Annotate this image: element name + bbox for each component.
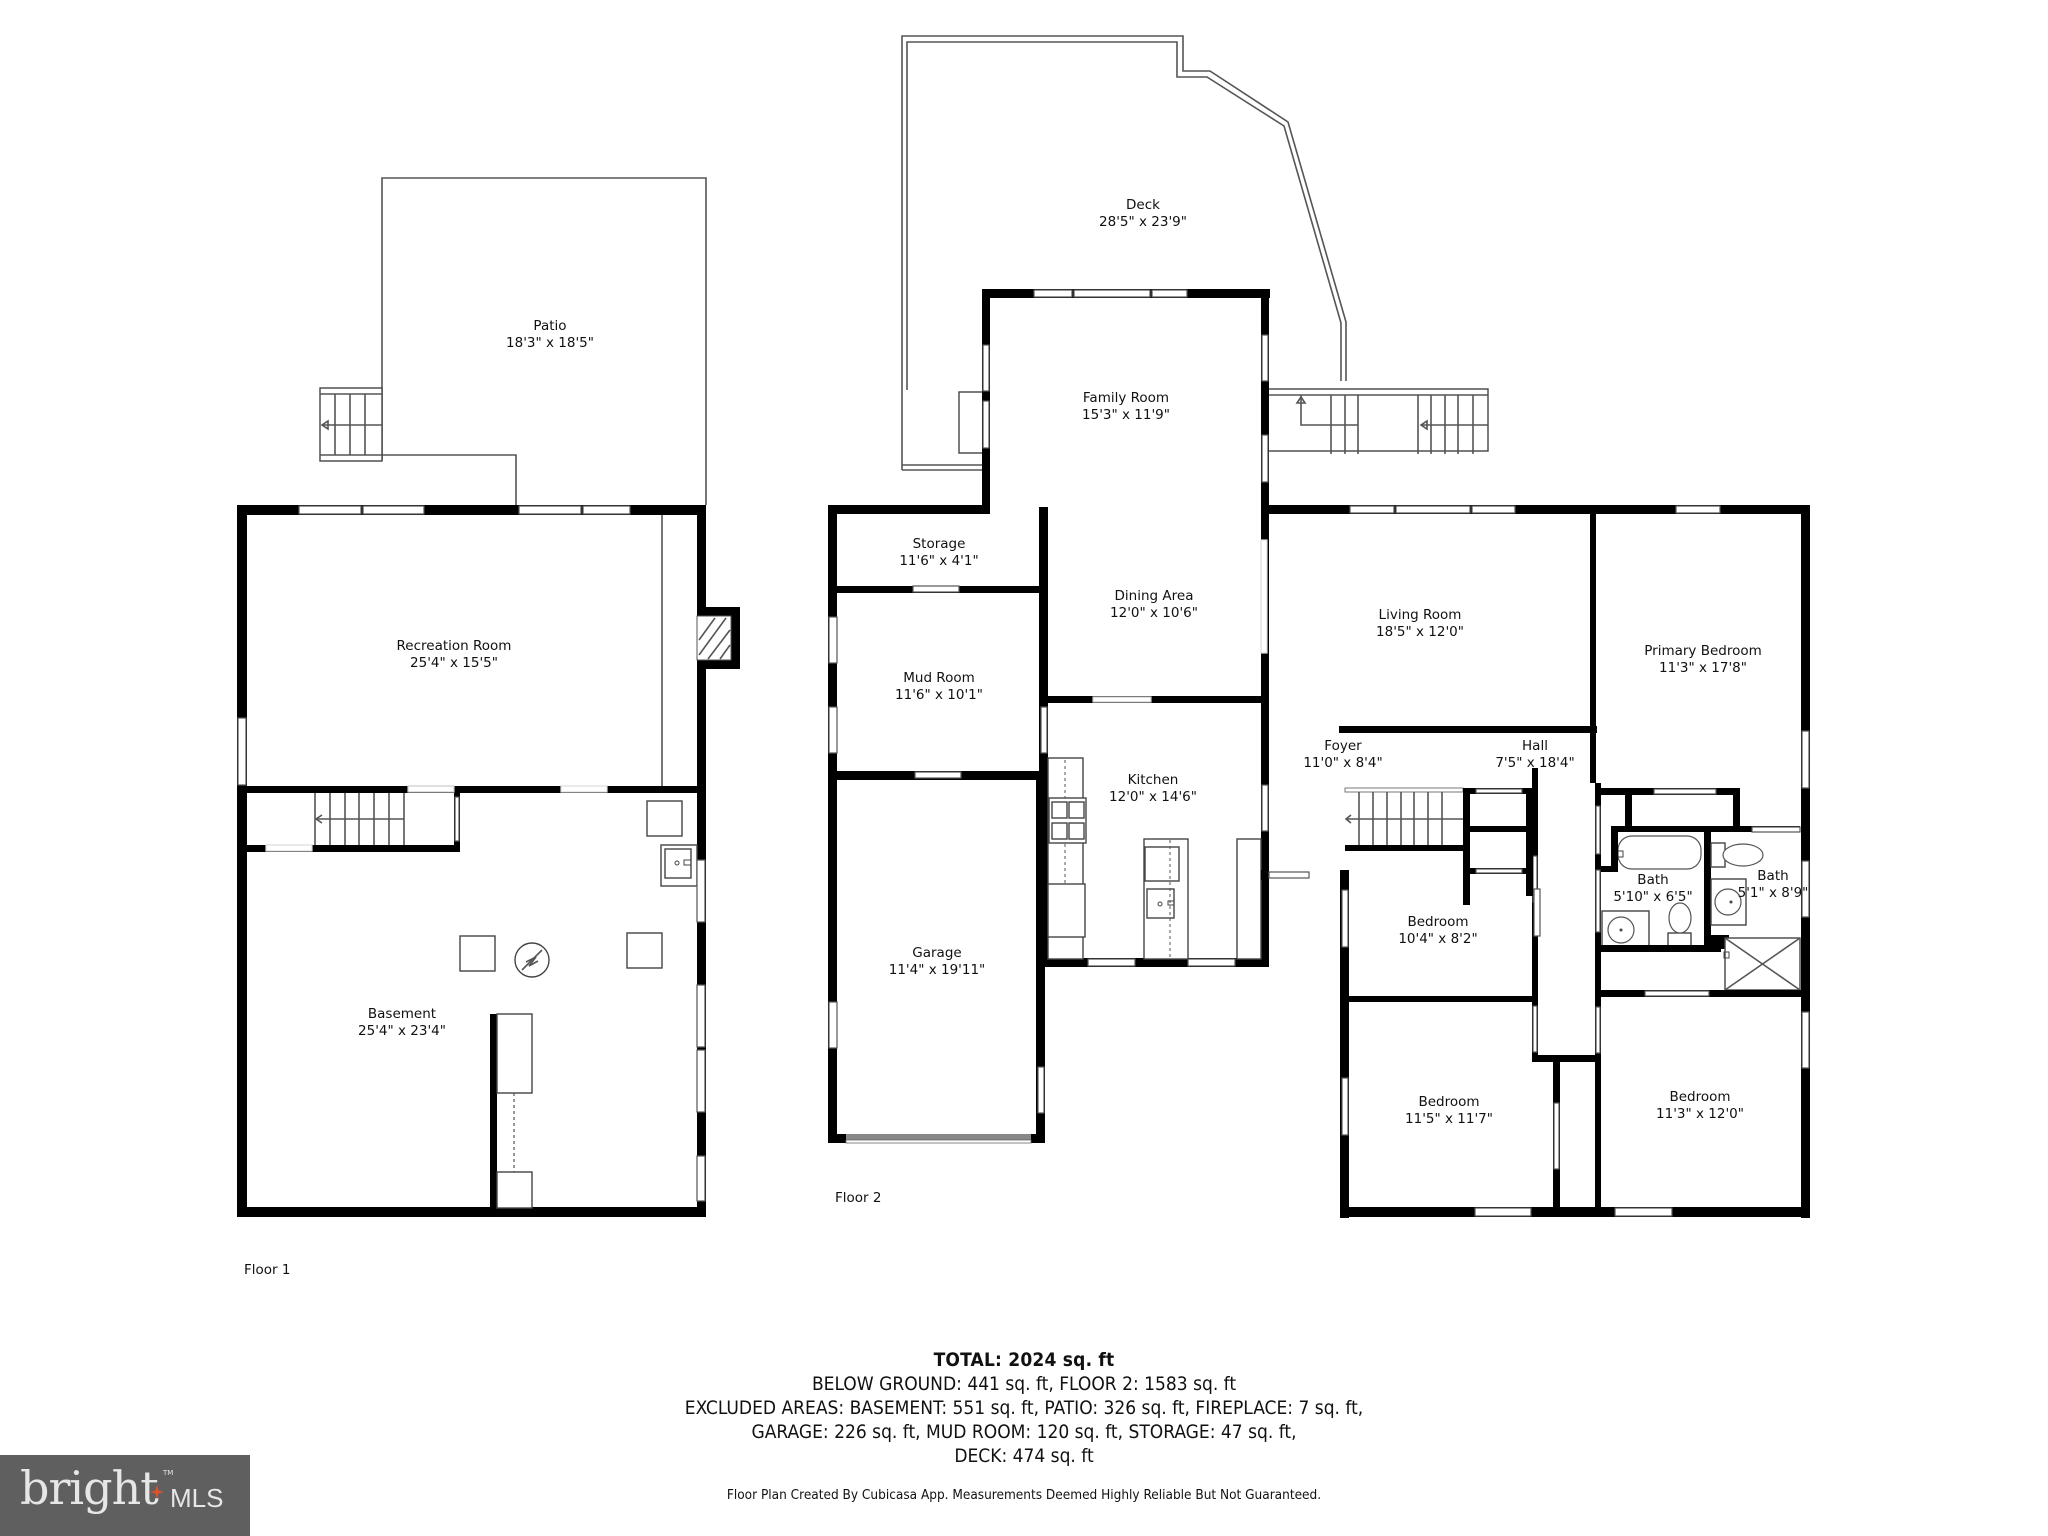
room-label-bedroom-2: Bedroom 11'5" x 11'7" [1405, 1094, 1493, 1128]
logo-word: bright [20, 1461, 159, 1515]
room-dims: 28'5" x 23'9" [1099, 214, 1187, 230]
room-name: Bedroom [1418, 1094, 1480, 1110]
water-heater-icon [646, 800, 683, 837]
room-dims: 11'4" x 19'11" [888, 962, 986, 978]
room-label-bath-1: Bath 5'10" x 6'5" [1613, 872, 1692, 906]
room-dims: 18'5" x 12'0" [1376, 624, 1464, 640]
room-dims: 5'10" x 6'5" [1613, 889, 1693, 905]
room-dims: 11'3" x 17'8" [1659, 660, 1747, 676]
room-label-living-room: Living Room 18'5" x 12'0" [1376, 607, 1464, 641]
spark-icon [150, 1485, 164, 1499]
room-label-kitchen: Kitchen 12'0" x 14'6" [1109, 772, 1197, 806]
stairs-icon [319, 387, 383, 462]
room-label-mud-room: Mud Room 11'6" x 10'1" [895, 670, 983, 704]
electrical-panel-icon [514, 942, 550, 978]
room-name: Basement [367, 1006, 437, 1022]
room-dims: 5'1" x 8'9" [1737, 885, 1809, 901]
logo-suffix: MLS [170, 1483, 224, 1513]
room-name: Storage [912, 536, 966, 552]
toilet-icon [1667, 902, 1692, 947]
room-dims: 18'3" x 18'5" [506, 335, 594, 351]
room-dims: 11'6" x 4'1" [899, 553, 979, 569]
room-dims: 11'0" x 8'4" [1303, 755, 1383, 771]
room-name: Dining Area [1114, 588, 1194, 604]
room-label-bedroom-3: Bedroom 11'3" x 12'0" [1656, 1089, 1744, 1123]
deck-outline [901, 35, 1347, 471]
stove-icon [1048, 797, 1087, 844]
shower-icon [1723, 937, 1801, 991]
room-name: Family Room [1082, 390, 1170, 406]
patio-outline [381, 177, 707, 505]
bathtub-icon [1616, 835, 1702, 870]
room-label-bedroom-1: Bedroom 10'4" x 8'2" [1398, 914, 1477, 948]
floor-1 [237, 177, 740, 1217]
sink-icon [660, 844, 698, 887]
area-line-2: EXCLUDED AREAS: BASEMENT: 551 sq. ft, PA… [684, 1397, 1364, 1419]
room-label-garage: Garage 11'4" x 19'11" [889, 945, 986, 979]
stairs-icon [314, 793, 405, 845]
room-dims: 15'3" x 11'9" [1082, 407, 1170, 423]
fireplace-icon [696, 607, 740, 669]
room-label-hall: Hall 7'5" x 18'4" [1495, 738, 1574, 772]
room-dims: 11'5" x 11'7" [1405, 1111, 1493, 1127]
floor-1-label: Floor 1 [244, 1262, 291, 1278]
room-name: Kitchen [1127, 772, 1179, 788]
area-line-3: GARAGE: 226 sq. ft, MUD ROOM: 120 sq. ft… [751, 1421, 1297, 1443]
room-name: Mud Room [903, 670, 975, 686]
room-name: Bedroom [1407, 914, 1469, 930]
room-label-family-room: Family Room 15'3" x 11'9" [1082, 390, 1170, 424]
floor-2 [828, 35, 1810, 1218]
room-name: Bedroom [1669, 1089, 1731, 1105]
trademark: TM [163, 1469, 174, 1477]
room-name: Bath [1757, 868, 1789, 884]
room-label-primary-bedroom: Primary Bedroom 11'3" x 17'8" [1644, 643, 1762, 677]
room-label-recreation-room: Recreation Room 25'4" x 15'5" [397, 638, 512, 672]
room-name: Patio [533, 318, 567, 334]
area-line-1: BELOW GROUND: 441 sq. ft, FLOOR 2: 1583 … [811, 1373, 1237, 1395]
floor-2-label: Floor 2 [835, 1190, 882, 1206]
room-name: Deck [1126, 197, 1160, 213]
room-dims: 11'3" x 12'0" [1656, 1106, 1744, 1122]
room-dims: 12'0" x 10'6" [1110, 605, 1198, 621]
room-dims: 10'4" x 8'2" [1398, 931, 1478, 947]
room-name: Bath [1637, 872, 1669, 888]
stairs-icon [1267, 388, 1489, 454]
room-name: Foyer [1324, 738, 1362, 754]
total-area: TOTAL: 2024 sq. ft [933, 1349, 1115, 1371]
room-label-basement: Basement 25'4" x 23'4" [358, 1006, 446, 1040]
bright-mls-logo: bright TM MLS [0, 1455, 250, 1536]
room-label-storage: Storage 11'6" x 4'1" [899, 536, 978, 570]
room-label-bath-2: Bath 5'1" x 8'9" [1738, 868, 1809, 902]
room-name: Hall [1522, 738, 1548, 754]
room-label-foyer: Foyer 11'0" x 8'4" [1303, 738, 1382, 772]
toilet-icon [1710, 842, 1764, 868]
room-name: Recreation Room [396, 638, 512, 654]
sink-icon [1601, 910, 1650, 947]
area-line-4: DECK: 474 sq. ft [954, 1445, 1094, 1467]
stairs-icon [1344, 787, 1464, 845]
sink-icon [1143, 838, 1189, 960]
room-dims: 25'4" x 15'5" [410, 655, 498, 671]
room-label-dining-area: Dining Area 12'0" x 10'6" [1110, 588, 1198, 622]
room-dims: 25'4" x 23'4" [358, 1023, 446, 1039]
room-name: Living Room [1378, 607, 1462, 623]
room-label-patio: Patio 18'3" x 18'5" [506, 318, 594, 352]
room-dims: 11'6" x 10'1" [895, 687, 983, 703]
sink-icon [1710, 878, 1747, 926]
room-name: Primary Bedroom [1644, 643, 1762, 659]
room-label-deck: Deck 28'5" x 23'9" [1099, 197, 1187, 231]
room-dims: 7'5" x 18'4" [1495, 755, 1575, 771]
room-dims: 12'0" x 14'6" [1109, 789, 1197, 805]
area-summary: TOTAL: 2024 sq. ft BELOW GROUND: 441 sq.… [0, 1348, 2048, 1503]
disclaimer: Floor Plan Created By Cubicasa App. Meas… [726, 1487, 1322, 1503]
room-name: Garage [912, 945, 962, 961]
